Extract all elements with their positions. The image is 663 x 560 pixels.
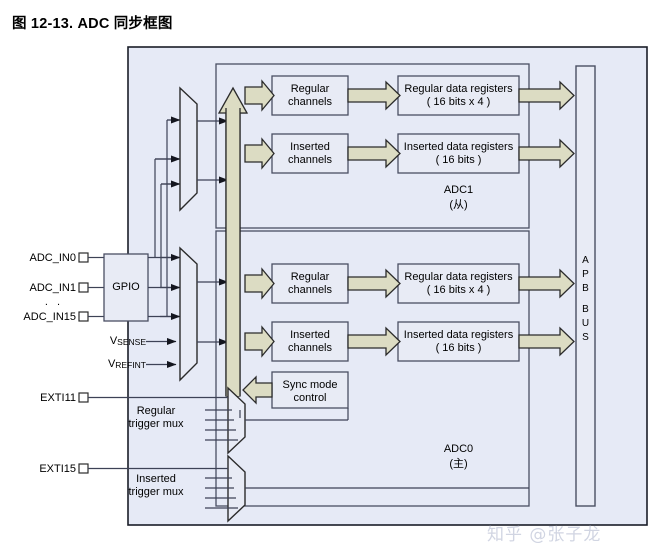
adc0-role-label: (主) [449,458,468,470]
adc0-regular-registers-label-line1: Regular data registers [404,271,513,283]
input-label-adc-in15: ADC_IN15 [23,311,76,323]
apb-bus-letter-s: S [582,332,589,343]
adc1-role-label: (从) [449,199,468,211]
gpio-label: GPIO [112,281,140,293]
sync-mode-arrow [242,375,273,405]
adc0-regular-in-arrow [244,267,275,300]
adc0-inserted-registers-box [397,321,520,362]
adc1-inserted-registers-label-line1: Inserted data registers [403,141,514,153]
adc0-regular-out-arrow [518,268,575,299]
adc0-inserted-out-arrow [518,326,575,357]
adc1-regular-registers-label-line2: ( 16 bits x 4 ) [426,96,491,108]
adc0-regular-channels-label-line2: channels [287,284,333,296]
apb-bus-letter-u: U [581,318,590,329]
vrefint-label: VREFINT [107,358,146,370]
exti15-label: EXTI15 [39,463,76,475]
sync-mode-control-label-line2: control [293,392,327,404]
analog-input-pads [78,252,89,322]
adc0-regular-registers-box [397,263,520,304]
exti11-label: EXTI11 [40,392,76,404]
input-label-adc-in1: ADC_IN1 [29,282,76,294]
analog-input-wires [88,256,104,318]
regular-trigger-mux-label-line2: trigger mux [128,418,184,430]
regular-trigger-mux [227,386,246,455]
adc0-container [215,230,530,507]
adc1-regular-out-arrow [518,80,575,111]
apb-bus-bar [575,65,596,507]
adc0-inserted-registers-label-line2: ( 16 bits ) [435,342,482,354]
sync-mode-control-label-line1: Sync mode [282,379,338,391]
adc1-name-label: ADC1 [443,184,474,196]
adc1-regular-channels-label-line2: channels [287,96,333,108]
adc0-regular-mid-arrow [347,268,401,299]
adc0-regular-registers-label-line2: ( 16 bits x 4 ) [426,284,491,296]
regular-trigger-mux-inputs [205,409,238,441]
apb-bus-letter-b1: B [582,283,589,294]
adc1-regular-registers-label-line1: Regular data registers [404,83,513,95]
adc1-regular-in-arrow [244,79,275,112]
adc0-channel-mux [179,246,198,382]
adc1-container [215,63,530,229]
inserted-trigger-mux-inputs [205,477,238,509]
adc1-inserted-registers-label-line2: ( 16 bits ) [435,154,482,166]
adc1-regular-mid-arrow [347,80,401,111]
adc0-inserted-registers-label-line1: Inserted data registers [403,329,514,341]
adc0-regular-channels-label-line1: Regular [290,271,330,283]
inserted-trigger-mux-label-line1: Inserted [136,473,176,485]
input-label-adc-in0: ADC_IN0 [29,252,76,264]
inserted-trigger-mux-label-line2: trigger mux [128,486,184,498]
adc1-inserted-out-arrow [518,138,575,169]
apb-bus-letter-b2: B [582,304,589,315]
adc1-inserted-channels-label-line2: channels [287,154,333,166]
adc0-name-label: ADC0 [443,443,474,455]
trigger-mux-output-wires [245,408,529,489]
exti-wires [88,396,228,470]
adc1-inserted-channels-box [271,133,349,174]
apb-bus-letter-a: A [582,255,589,266]
reference-input-wires [146,337,177,369]
adc1-inserted-channels-label-line1: Inserted [290,141,330,153]
adc1-regular-registers-box [397,75,520,116]
adc0-inserted-mid-arrow [347,326,401,357]
watermark: 知乎 @张子龙 [487,525,602,545]
adc1-inserted-in-arrow [244,137,275,170]
adc0-inserted-in-arrow [244,325,275,358]
upper-mux-input-arrows [155,116,181,188]
vsense-label: VSENSE [109,335,146,347]
apb-bus-letter-p: P [582,269,589,280]
regular-trigger-mux-label-line1: Regular [136,405,176,417]
input-ellipsis: . . [44,296,64,308]
lower-mux-input-arrows [160,253,181,321]
adc0-inserted-channels-label-line1: Inserted [290,329,330,341]
adc1-channel-mux [179,86,198,212]
exti-pads [78,392,89,474]
adc1-inserted-mid-arrow [347,138,401,169]
figure-title: 图 12-13. ADC 同步框图 [12,16,173,32]
adc0-inserted-channels-label-line2: channels [287,342,333,354]
adc1-regular-channels-label-line1: Regular [290,83,330,95]
mux-output-wires [197,117,229,346]
inserted-trigger-mux [227,454,246,523]
